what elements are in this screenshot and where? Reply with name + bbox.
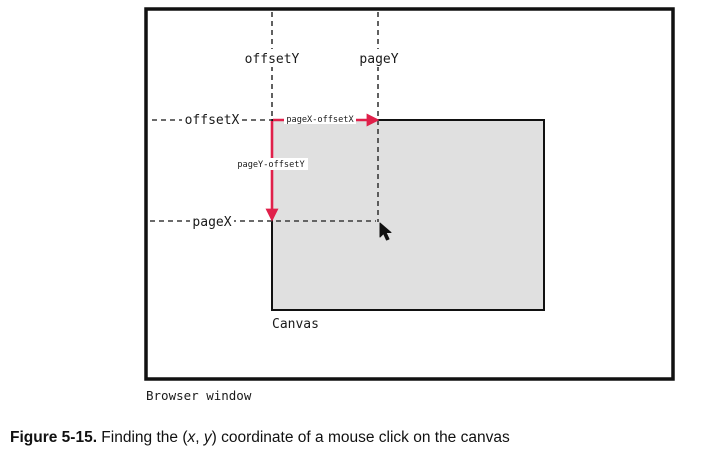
pagex-label-bg xyxy=(190,212,234,230)
offsetx-label: offsetX xyxy=(185,113,240,128)
offsety-label-bg xyxy=(240,49,304,67)
caption-x-variable: x xyxy=(187,429,196,446)
figure-label: Figure 5-15. xyxy=(10,429,97,446)
pagey-label-bg xyxy=(356,49,402,67)
mouse-pointer-icon xyxy=(379,222,392,241)
caption-text-before: Finding the xyxy=(97,429,183,446)
browser-window-label: Browser window xyxy=(146,388,252,403)
caption-y-variable: y xyxy=(203,429,212,446)
canvas-label: Canvas xyxy=(272,317,319,332)
pagex-offsetx-label-bg xyxy=(284,113,356,124)
offsetx-label-bg xyxy=(182,111,242,129)
caption-open-paren: ( xyxy=(182,429,188,446)
figure-caption: Figure 5-15. Finding the (x, y) coordina… xyxy=(10,429,700,447)
caption-close-paren: ) xyxy=(211,429,217,446)
caption-text-after: coordinate of a mouse click on the canva… xyxy=(216,429,510,446)
pagex-label: pageX xyxy=(192,215,231,230)
pagex-offsetx-label: pageX-offsetX xyxy=(286,115,354,125)
pagey-label: pageY xyxy=(359,52,398,67)
canvas-rect xyxy=(271,119,545,311)
offsety-label: offsetY xyxy=(245,52,300,67)
pagey-offsety-label: pageY-offsetY xyxy=(237,160,305,170)
caption-comma: , xyxy=(195,429,204,446)
pagey-offsety-label-bg xyxy=(236,158,308,170)
